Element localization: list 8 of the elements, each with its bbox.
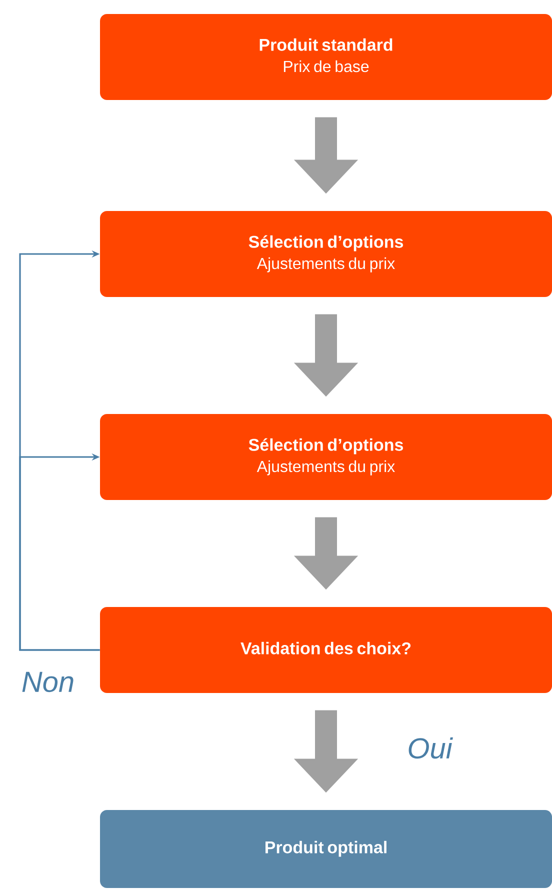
edge-label: Oui [406, 736, 454, 760]
process-box: Sélection d’options Ajustements du prix [100, 414, 552, 500]
process-box: Sélection d’options Ajustements du prix [100, 211, 552, 297]
edge-label: Non [20, 670, 76, 694]
process-box: Produit optimal [100, 810, 552, 888]
process-box: Produit standard Prix de base [100, 14, 552, 100]
feedback-arrow [19, 453, 100, 651]
process-box: Validation des choix? [100, 607, 552, 693]
